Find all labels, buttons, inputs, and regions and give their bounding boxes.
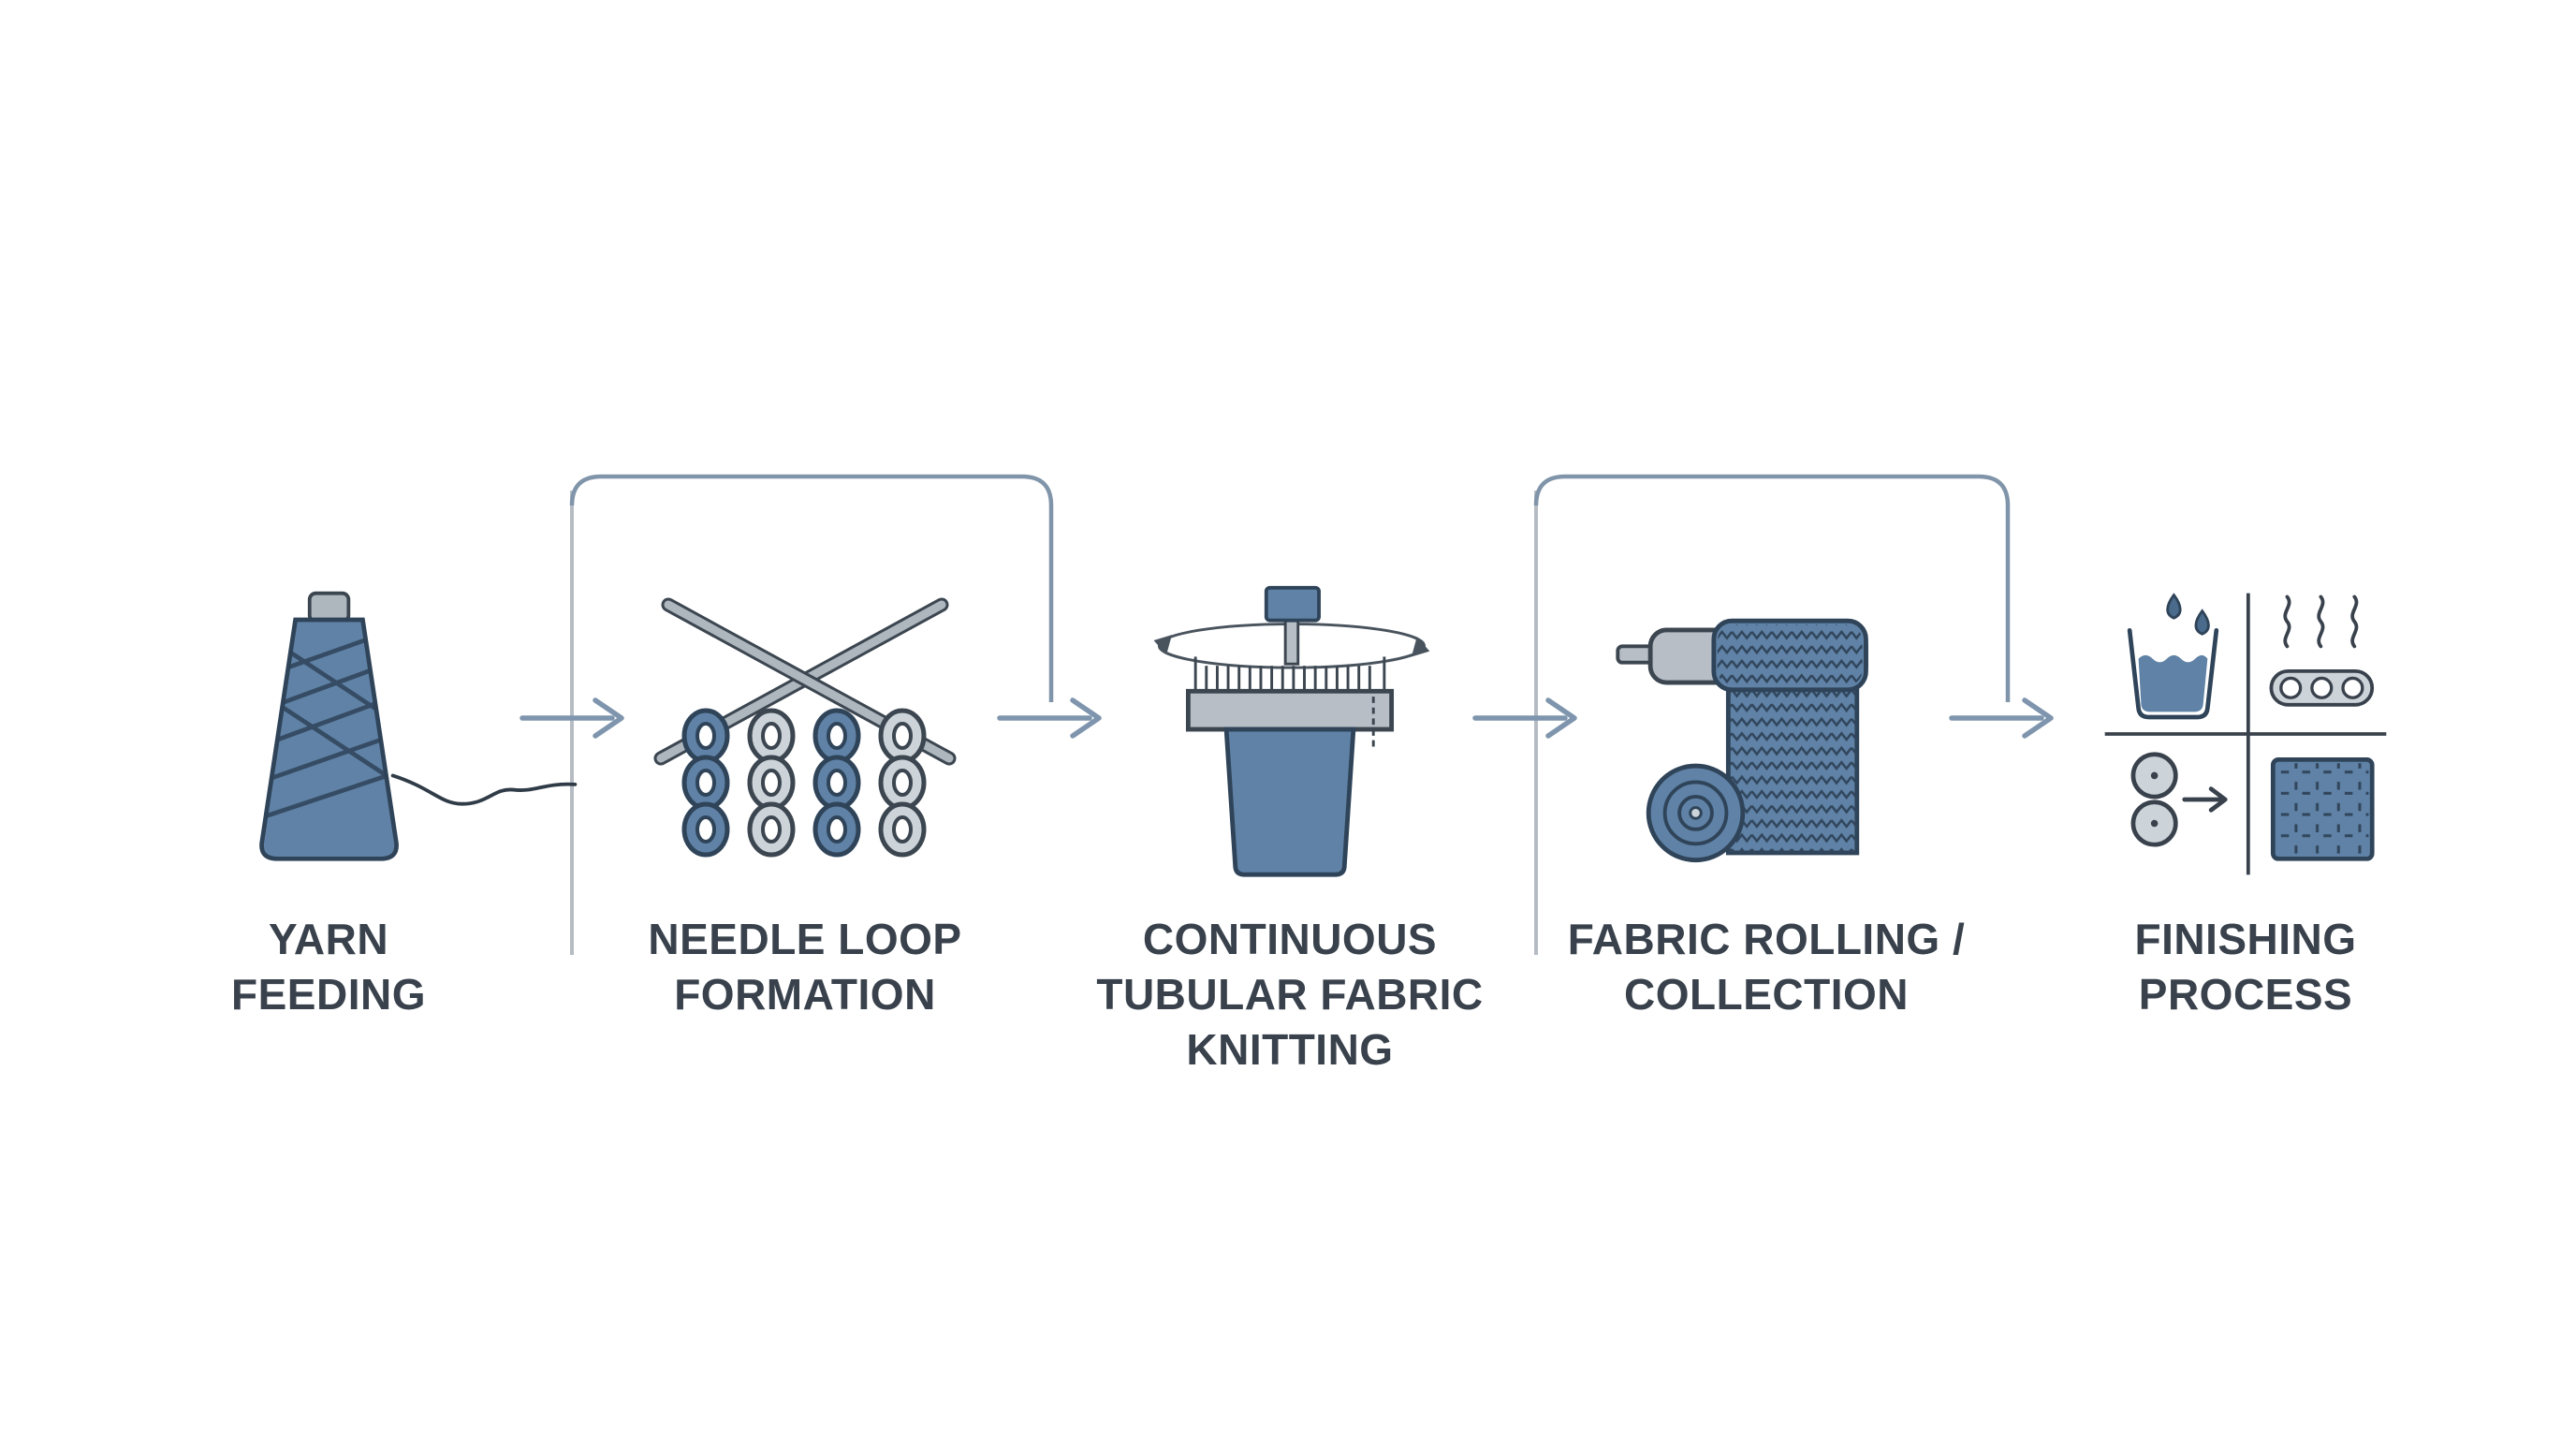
- fabric-swatch-icon: [2270, 757, 2375, 861]
- label-line: FEEDING: [231, 969, 426, 1019]
- flow-arrow-3: [1472, 697, 1577, 739]
- yarn-feeder: [1264, 585, 1321, 623]
- label-line: TUBULAR FABRIC: [1096, 969, 1484, 1019]
- stage-label-fabric-rolling-collection: FABRIC ROLLING / COLLECTION: [1568, 912, 1966, 1022]
- stage-label-continuous-tubular-fabric-knitting: CONTINUOUS TUBULAR FABRIC KNITTING: [1096, 912, 1483, 1078]
- stage-label-yarn-feeding: YARN FEEDING: [231, 912, 426, 1022]
- fabric-wrap: [1711, 618, 1868, 693]
- label-line: FABRIC ROLLING /: [1567, 915, 1966, 963]
- wash-icon: [2127, 593, 2219, 720]
- fabric-roll-end: [1646, 763, 1746, 863]
- needle-bed-teeth: [1193, 656, 1386, 692]
- label-line: FINISHING: [2134, 915, 2357, 963]
- stage-fabric-rolling-collection: FABRIC ROLLING / COLLECTION: [1532, 562, 2000, 1022]
- stage-yarn-feeding: YARN FEEDING: [95, 562, 578, 1022]
- feeder-stem: [1283, 617, 1300, 666]
- stage-label-needle-loop-formation: NEEDLE LOOP FORMATION: [648, 912, 961, 1022]
- label-line: PROCESS: [2138, 969, 2353, 1019]
- fabric-sheet: [1725, 676, 1860, 856]
- fabric-roll-icon: [1532, 562, 2000, 880]
- label-line: KNITTING: [1186, 1024, 1394, 1074]
- flow-arrow-2: [997, 697, 1102, 739]
- label-line: FORMATION: [674, 969, 936, 1019]
- tubular-fabric: [1223, 726, 1356, 877]
- label-line: COLLECTION: [1624, 969, 1909, 1019]
- label-line: NEEDLE LOOP: [648, 915, 962, 963]
- stitch-loops: [681, 708, 927, 858]
- flow-arrow-4: [1949, 697, 2054, 739]
- circular-knitting-machine-icon: [1056, 562, 1524, 880]
- label-line: YARN: [268, 915, 389, 963]
- yarn-cone-cap: [307, 591, 351, 624]
- yarn-thread: [390, 773, 578, 806]
- flow-arrow-1: [520, 697, 624, 739]
- stage-finishing-process: FINISHING PROCESS: [2012, 562, 2480, 1022]
- stage-continuous-tubular-fabric-knitting: CONTINUOUS TUBULAR FABRIC KNITTING: [1056, 562, 1524, 1078]
- label-line: CONTINUOUS: [1142, 915, 1438, 963]
- overhead-bracket-1: [569, 474, 1054, 702]
- overhead-bracket-2: [1533, 474, 2011, 702]
- stage-label-finishing-process: FINISHING PROCESS: [2134, 912, 2356, 1022]
- needle-cylinder: [1185, 688, 1395, 732]
- finishing-grid-icon: [2012, 562, 2480, 880]
- steam-icon: [2269, 594, 2375, 707]
- yarn-cone-icon: [95, 562, 578, 880]
- needle-loop-icon: [571, 562, 1039, 880]
- stage-needle-loop-formation: NEEDLE LOOP FORMATION: [571, 562, 1039, 1022]
- calender-icon: [2130, 752, 2228, 847]
